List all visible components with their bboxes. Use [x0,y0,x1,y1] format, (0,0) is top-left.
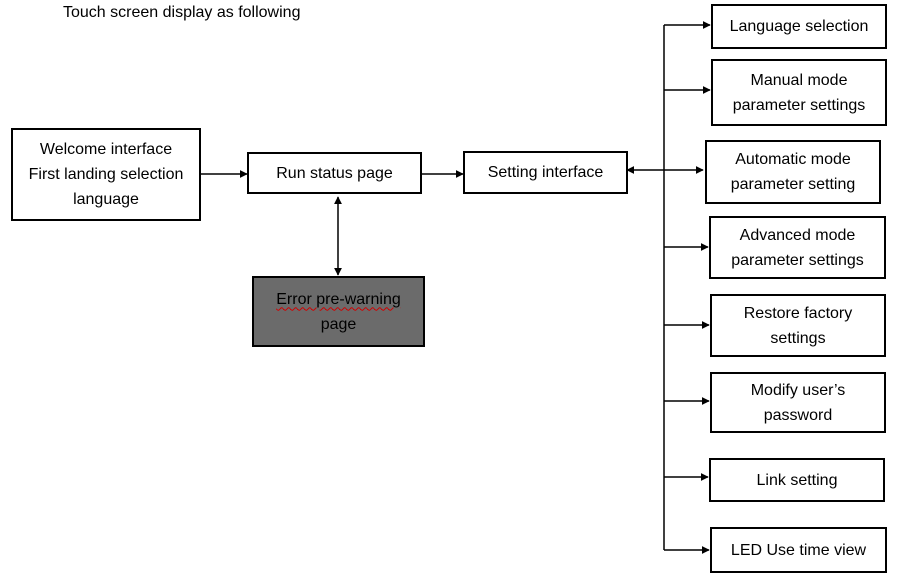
option-2-line-1: Manual mode [750,71,848,89]
option-6-line-2: password [763,406,833,424]
option-2-line-2: parameter settings [732,96,866,114]
option-5-line-1: Restore factory [743,304,853,322]
run-status-box: Run status page [247,152,422,194]
welcome-line-2: First landing selection [28,166,184,183]
option-advanced-mode: Advanced mode parameter settings [709,216,886,279]
error-line-2: page [320,315,357,333]
option-1-line-1: Language selection [729,18,869,35]
option-3-line-1: Automatic mode [735,151,851,168]
option-4-line-2: parameter settings [731,251,864,269]
option-led-use-time: LED Use time view [710,527,887,573]
welcome-line-3: language [73,191,139,208]
option-5-line-2: settings [770,329,826,347]
option-link-setting: Link setting [709,458,885,502]
option-4-line-1: Advanced mode [739,226,856,244]
option-manual-mode: Manual mode parameter settings [711,59,887,126]
option-7-line-1: Link setting [756,471,838,489]
setting-interface-box: Setting interface [463,151,628,194]
error-line-1: Error pre-warning [276,290,401,308]
option-language-selection: Language selection [711,4,887,49]
option-modify-password: Modify user’s password [710,372,886,433]
setting-label: Setting interface [487,164,604,181]
run-status-label: Run status page [276,164,393,182]
welcome-interface-box: Welcome interface First landing selectio… [11,128,201,221]
error-pre-warning-box: Error pre-warning page [252,276,425,347]
diagram-heading: Touch screen display as following [63,4,301,21]
option-automatic-mode: Automatic mode parameter setting [705,140,881,204]
option-3-line-2: parameter setting [730,176,856,193]
welcome-line-1: Welcome interface [39,141,173,158]
option-restore-factory: Restore factory settings [710,294,886,357]
option-8-line-1: LED Use time view [730,541,867,559]
option-6-line-1: Modify user’s [750,381,846,399]
